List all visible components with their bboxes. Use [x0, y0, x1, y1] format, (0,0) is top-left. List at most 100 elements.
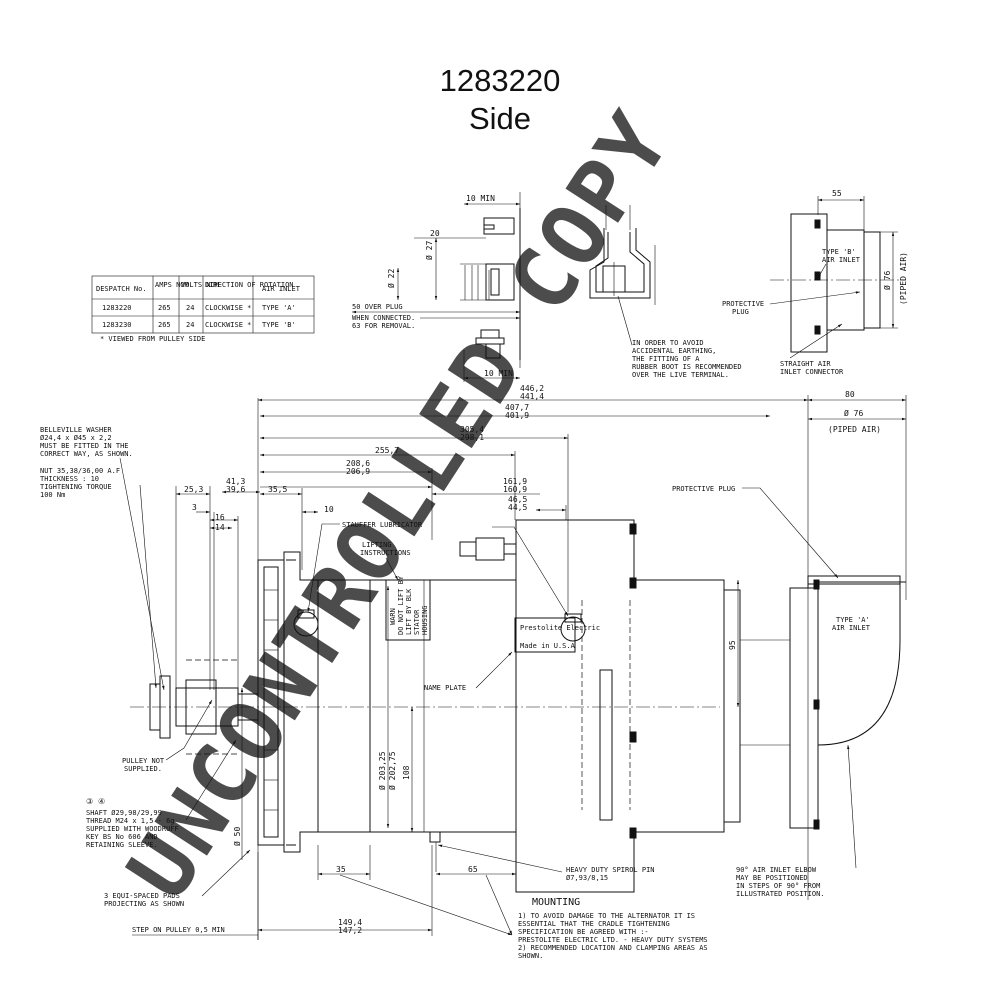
- type-b-1: TYPE 'B': [822, 248, 856, 256]
- piped-air-b: (PIPED AIR): [899, 252, 908, 305]
- connector-1: STRAIGHT AIR: [780, 360, 831, 368]
- pulley-not-2: SUPPLIED.: [124, 765, 162, 773]
- protective-plug: PROTECTIVE PLUG: [672, 485, 735, 493]
- rubber-boot-detail: IN ORDER TO AVOID ACCIDENTAL EARTHING, T…: [589, 205, 742, 379]
- warn-4: STATOR: [413, 609, 421, 635]
- dim-208: 208,6: [346, 459, 370, 468]
- dim-39: 39,6: [226, 485, 245, 494]
- dim-407: 407,7: [505, 403, 529, 412]
- shaft-4: KEY BS No 606 AND: [86, 833, 158, 841]
- row1-amps: 265: [158, 304, 171, 312]
- dim-27: Ø 27: [424, 241, 434, 260]
- mounting-line-5: 2) RECOMMENDED LOCATION AND CLAMPING ARE…: [518, 944, 708, 952]
- dim-95: 95: [728, 640, 737, 650]
- boot-note-5: OVER THE LIVE TERMINAL.: [632, 371, 729, 379]
- view-name: Side: [468, 101, 532, 136]
- type-b-2: AIR INLET: [822, 256, 861, 264]
- th-volts: VOLTS NOM: [181, 281, 219, 289]
- spirol-1: HEAVY DUTY SPIROL PIN: [566, 866, 655, 874]
- dim-10: 10: [324, 505, 334, 514]
- dim-206: 206,9: [346, 467, 370, 476]
- type-b-detail: 55 Ø 76 (PIPED AIR) TYPE 'B' AIR INLET P…: [722, 189, 908, 376]
- step-on-pulley: STEP ON PULLEY 0,5 MIN: [132, 926, 225, 934]
- mounting-line-2: ESSENTIAL THAT THE CRADLE TIGHTENING: [518, 920, 670, 928]
- over-plug: 50 OVER PLUG: [352, 303, 403, 311]
- warn-2: DO NOT LIFT BY: [397, 575, 405, 635]
- belleville-4: CORRECT WAY, AS SHOWN.: [40, 450, 133, 458]
- dim-255: 255,7: [375, 446, 399, 455]
- for-removal: 63 FOR REMOVAL.: [352, 322, 415, 330]
- dim-160: 160,9: [503, 485, 527, 494]
- shaft-ref: ③ ④: [86, 797, 105, 806]
- nut-1: NUT 35,38/36,00 A.F: [40, 467, 120, 475]
- th-air-inlet: AIR INLET: [262, 285, 301, 293]
- th-amps: AMPS NOM: [155, 281, 189, 289]
- dim-44: 44,5: [508, 503, 527, 512]
- row2-direction: CLOCKWISE *: [205, 321, 251, 329]
- bottom-dimensions: 35 65 149,4 147,2: [258, 845, 517, 936]
- pads-2: PROJECTING AS SHOWN: [104, 900, 184, 908]
- top-dimensions: 446,2 441,4 407,7 401,9 80 Ø 76 (PIPED A…: [175, 384, 907, 940]
- spec-table: DESPATCH No. AMPS NOM VOLTS NOM DIRECTIO…: [91, 275, 315, 343]
- row1-volts: 24: [186, 304, 194, 312]
- boot-note-4: RUBBER BOOT IS RECOMMENDED: [632, 363, 742, 371]
- warn-5: HOUSING: [421, 605, 429, 635]
- protective-plug-b-2: PLUG: [732, 308, 749, 316]
- pulley-not-1: PULLEY NOT: [122, 757, 165, 765]
- dim-55: 55: [832, 189, 842, 198]
- piped-air-main: (PIPED AIR): [828, 425, 881, 434]
- dim-80: 80: [845, 390, 855, 399]
- part-number: 1283220: [439, 63, 561, 98]
- belleville-2: Ø24,4 x Ø45 x 2,2: [40, 434, 112, 442]
- row2-amps: 265: [158, 321, 171, 329]
- type-a-2: AIR INLET: [832, 624, 871, 632]
- elbow-1: 90° AIR INLET ELBOW: [736, 866, 817, 874]
- spirol-2: Ø7,93/8,15: [566, 874, 608, 882]
- mounting-notes: MOUNTING 1) TO AVOID DAMAGE TO THE ALTER…: [339, 874, 708, 960]
- dim-65: 65: [468, 865, 478, 874]
- dim-10-min-top: 10 MIN: [466, 194, 495, 203]
- connector-2: INLET CONNECTOR: [780, 368, 844, 376]
- nut-2: THICKNESS : 10: [40, 475, 99, 483]
- dim-203: Ø 203,25: [377, 751, 387, 790]
- dim-35-5: 35,5: [268, 485, 287, 494]
- svg-text:Made in U.S.A: Made in U.S.A: [520, 642, 576, 650]
- dim-20: 20: [430, 229, 440, 238]
- dim-149: 149,4: [338, 918, 362, 927]
- mounting-heading: MOUNTING: [532, 897, 580, 908]
- row1-direction: CLOCKWISE *: [205, 304, 251, 312]
- dim-202: Ø 202,75: [387, 751, 397, 790]
- dim-76-main: Ø 76: [844, 408, 863, 418]
- mounting-line-3: SPECIFICATION BE AGREED WITH :-: [518, 928, 649, 936]
- dim-46: 46,5: [508, 495, 527, 504]
- row1-despatch: 1283220: [102, 304, 132, 312]
- table-footnote: * VIEWED FROM PULLEY SIDE: [100, 335, 205, 343]
- dim-76-b: Ø 76: [882, 271, 892, 290]
- nut-3: TIGHTENING TORQUE: [40, 483, 112, 491]
- row2-despatch: 1283230: [102, 321, 132, 329]
- boot-note-2: ACCIDENTAL EARTHING,: [632, 347, 716, 355]
- lifting-1: LIFTING: [362, 541, 392, 549]
- lifting-2: INSTRUCTIONS: [360, 549, 411, 557]
- dim-25: 25,3: [184, 485, 203, 494]
- alternator-body: Prestolite Electric Made in U.S.A WARN D…: [130, 519, 906, 940]
- elbow-3: IN STEPS OF 90° FROM: [736, 882, 820, 890]
- belleville-1: BELLEVILLE WASHER: [40, 426, 112, 434]
- shaft-2: THREAD M24 x 1,5 - 6g: [86, 817, 175, 825]
- nut-4: 100 Nm: [40, 491, 65, 499]
- elbow-4: ILLUSTRATED POSITION.: [736, 890, 825, 898]
- when-connected: WHEN CONNECTED.: [352, 314, 415, 322]
- row2-volts: 24: [186, 321, 194, 329]
- dim-305: 305,4: [460, 425, 484, 434]
- th-direction: DIRECTION OF ROTATION: [205, 281, 294, 289]
- dim-22: Ø 22: [386, 269, 396, 288]
- dim-401: 401,9: [505, 411, 529, 420]
- dim-3: 3: [192, 503, 197, 512]
- mounting-line-6: SHOWN.: [518, 952, 543, 960]
- shaft-3: SUPPLIED WITH WOODRUFF: [86, 825, 179, 833]
- svg-text:Prestolite Electric: Prestolite Electric: [520, 624, 600, 632]
- drawing-title: 1283220 Side: [0, 62, 1000, 138]
- warn-3: LIFT BY BLK: [405, 588, 413, 635]
- dim-14: 14: [215, 523, 225, 532]
